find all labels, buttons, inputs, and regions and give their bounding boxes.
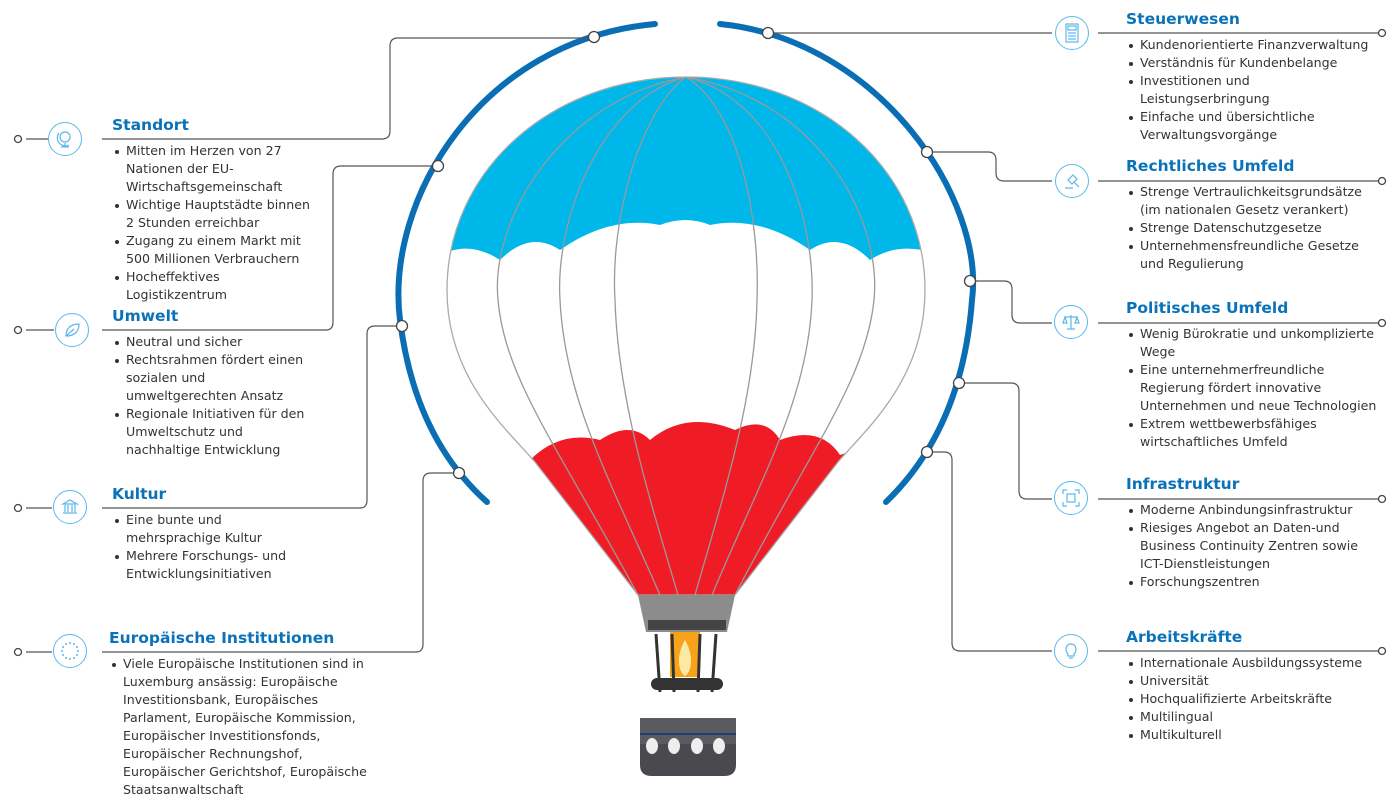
globe-icon xyxy=(48,122,82,156)
section-kultur: Kultur Eine bunte und mehrsprachige Kult… xyxy=(112,483,312,583)
section-title: Arbeitskräfte xyxy=(1126,628,1243,646)
section-title: Standort xyxy=(112,116,189,134)
list-item: Riesiges Angebot an Daten-und Business C… xyxy=(1129,519,1376,573)
list-item: Multikulturell xyxy=(1129,726,1376,744)
list-item: Eine bunte und mehrsprachige Kultur xyxy=(115,511,312,547)
eu-stars-icon xyxy=(53,634,87,668)
section-politisches-umfeld: Politisches Umfeld Wenig Bürokratie und … xyxy=(1126,297,1381,451)
burner-flame xyxy=(670,632,700,677)
section-title: Infrastruktur xyxy=(1126,475,1240,493)
list-item: Rechtsrahmen fördert einen sozialen und … xyxy=(115,351,317,405)
section-arbeitskraefte: Arbeitskräfte Internationale Ausbildungs… xyxy=(1126,626,1376,744)
left-arc xyxy=(395,21,658,505)
list-item: Hocheffektives Logistikzentrum xyxy=(115,268,312,304)
section-standort: Standort Mitten im Herzen von 27 Natione… xyxy=(112,114,312,304)
list-item: Zugang zu einem Markt mit 500 Millionen … xyxy=(115,232,312,268)
section-rechtliches-umfeld: Rechtliches Umfeld Strenge Vertraulichke… xyxy=(1126,155,1376,273)
list-item: Kundenorientierte Finanzverwaltung xyxy=(1129,36,1376,54)
list-item: Wenig Bürokratie und unkomplizierte Wege xyxy=(1129,325,1381,361)
section-title: Rechtliches Umfeld xyxy=(1126,157,1295,175)
connector-lines xyxy=(26,32,1378,653)
list-item: Internationale Ausbildungssysteme xyxy=(1129,654,1376,672)
list-item: Moderne Anbindungsinfrastruktur xyxy=(1129,501,1376,519)
list-item: Forschungszentren xyxy=(1129,573,1376,591)
list-item: Regionale Initiativen für den Umweltschu… xyxy=(115,405,317,459)
list-item: Einfache und übersichtliche Verwaltungsv… xyxy=(1129,108,1376,144)
section-title: Europäische Institutionen xyxy=(109,629,335,647)
section-title: Steuerwesen xyxy=(1126,10,1240,28)
section-infrastruktur: Infrastruktur Moderne Anbindungsinfrastr… xyxy=(1126,473,1376,591)
list-item: Multilingual xyxy=(1129,708,1376,726)
museum-icon xyxy=(53,490,87,524)
lightbulb-icon xyxy=(1054,634,1088,668)
list-item: Unternehmensfreundliche Gesetze und Regu… xyxy=(1129,237,1376,273)
list-item: Mitten im Herzen von 27 Nationen der EU-… xyxy=(115,142,312,196)
list-item: Verständnis für Kundenbelange xyxy=(1129,54,1376,72)
network-icon xyxy=(1054,481,1088,515)
list-item: Eine unternehmerfreundliche Regierung fö… xyxy=(1129,361,1381,415)
list-item: Mehrere Forschungs- und Entwicklungsinit… xyxy=(115,547,312,583)
list-item: Extrem wettbewerbsfähiges wirtschaftlich… xyxy=(1129,415,1381,451)
leaf-icon xyxy=(55,313,89,347)
list-item: Wichtige Hauptstädte binnen 2 Stunden er… xyxy=(115,196,312,232)
balloon-envelope xyxy=(447,77,925,595)
section-steuerwesen: Steuerwesen Kundenorientierte Finanzverw… xyxy=(1126,8,1376,144)
list-item: Investitionen und Leistungserbringung xyxy=(1129,72,1376,108)
section-title: Kultur xyxy=(112,485,167,503)
calculator-icon xyxy=(1055,16,1089,50)
list-item: Strenge Datenschutzgesetze xyxy=(1129,219,1376,237)
connector-dots xyxy=(13,26,1387,657)
list-item: Viele Europäische Institutionen sind in … xyxy=(112,655,374,799)
gavel-icon xyxy=(1055,164,1089,198)
list-item: Strenge Vertraulichkeitsgrundsätze (im n… xyxy=(1129,183,1376,219)
section-title: Politisches Umfeld xyxy=(1126,299,1289,317)
list-item: Neutral und sicher xyxy=(115,333,317,351)
section-europaeische-institutionen: Europäische Institutionen Viele Europäis… xyxy=(109,627,374,799)
list-item: Hochqualifizierte Arbeitskräfte xyxy=(1129,690,1376,708)
section-title: Umwelt xyxy=(112,307,179,325)
right-arc xyxy=(717,21,977,505)
scales-icon xyxy=(1054,305,1088,339)
list-item: Universität xyxy=(1129,672,1376,690)
